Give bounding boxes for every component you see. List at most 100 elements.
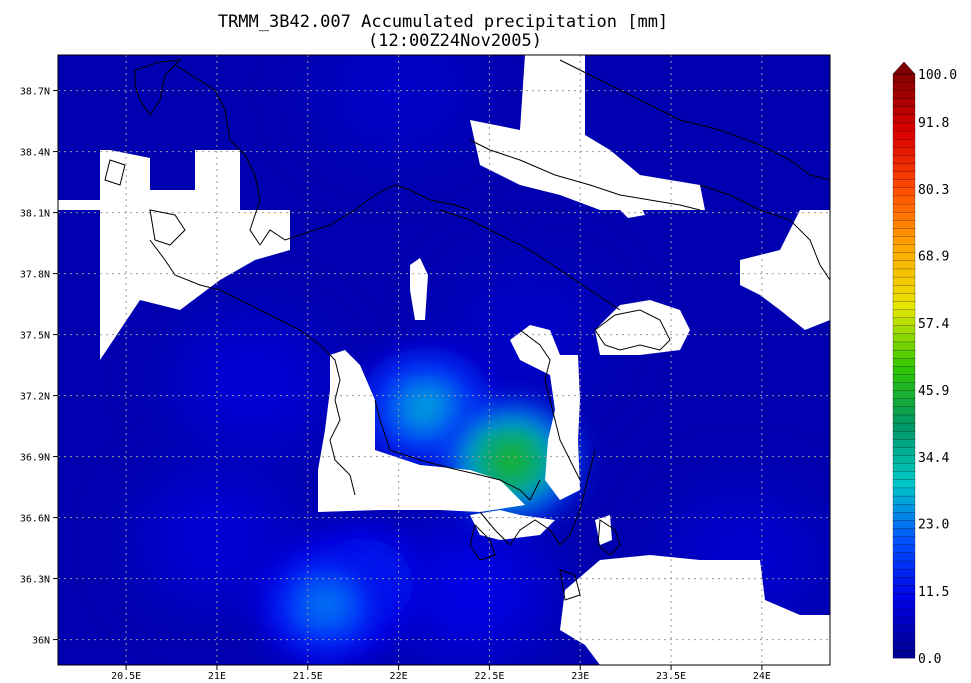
coastline-ionian-w [149, 239, 321, 346]
precip-cell [381, 512, 561, 665]
coastline-argolid [519, 329, 581, 481]
colorbar-segment [892, 236, 916, 245]
y-tick-label: 36.3N [20, 575, 50, 586]
colorbar-segment [892, 544, 916, 553]
colorbar-segment [892, 649, 916, 659]
colorbar-segment [892, 398, 916, 407]
colorbar-segment [892, 641, 916, 651]
chart-title: TRMM_3B42.007 Accumulated precipitation … [218, 12, 668, 32]
land-patch-se [560, 555, 830, 665]
colorbar-segment [892, 552, 916, 562]
colorbar-segment [892, 560, 916, 570]
y-tick-label: 36.6N [20, 514, 50, 525]
colorbar-segment [892, 511, 916, 521]
colorbar-segment [892, 373, 916, 383]
colorbar-segment [892, 365, 916, 375]
colorbar-label: 34.4 [918, 451, 949, 466]
precip-contour [447, 569, 496, 612]
colorbar-segment [892, 227, 916, 237]
colorbar-segment [892, 219, 916, 229]
colorbar-segment [892, 106, 916, 115]
colorbar-segment [892, 528, 916, 537]
colorbar-segment [892, 114, 916, 124]
coastline-laconia [479, 449, 596, 546]
colorbar-segment [892, 163, 916, 172]
chart-subtitle: (12:00Z24Nov2005) [368, 31, 542, 51]
coastline-messenia [374, 399, 541, 501]
colorbar-label: 68.9 [918, 250, 949, 265]
precip-contour [492, 444, 530, 477]
x-tick-label: 22.5E [474, 671, 504, 682]
plot-area [58, 55, 830, 665]
colorbar-segment [892, 195, 916, 205]
colorbar-segment [892, 390, 916, 399]
land-patch-nw [58, 55, 240, 210]
precip-contour [229, 364, 278, 407]
colorbar-segment [892, 187, 916, 197]
colorbar-segment [892, 309, 916, 318]
colorbar-segment [892, 122, 916, 132]
colorbar-segment [892, 536, 916, 545]
colorbar-segment [892, 81, 916, 91]
colorbar-segment [892, 633, 916, 643]
colorbar-segment [892, 487, 916, 497]
colorbar-segment [892, 276, 916, 286]
y-tick-label: 38.1N [20, 209, 50, 220]
colorbar-segment [892, 325, 916, 334]
land-patch-ne [470, 55, 705, 210]
land-patch-patch-small [620, 205, 645, 218]
colorbar-segment [892, 349, 916, 359]
colorbar-segment [892, 179, 916, 188]
colorbar-label: 80.3 [918, 183, 949, 198]
land-patch-nw-large [100, 210, 290, 360]
x-tick-label: 21.5E [293, 671, 323, 682]
land-patch-kythira [595, 515, 612, 545]
colorbar-segment [892, 268, 916, 278]
y-tick-label: 37.2N [20, 392, 50, 403]
coastline-peloponnese-w [319, 344, 356, 496]
precip-cell [308, 55, 489, 169]
colorbar-label: 91.8 [918, 116, 949, 131]
precip-contour [193, 517, 241, 559]
coastline-aegean-islands [469, 519, 621, 601]
x-tick-label: 22E [390, 671, 408, 682]
colorbar-segment [892, 455, 916, 464]
colorbar-segment [892, 292, 916, 302]
colorbar-segment [892, 609, 916, 618]
coastline-albania [134, 59, 261, 246]
colorbar: 100.091.880.368.957.445.934.423.011.50.0 [892, 61, 957, 667]
colorbar-segment [892, 422, 916, 432]
colorbar-label: 11.5 [918, 585, 949, 600]
colorbar-segment [892, 300, 916, 310]
x-tick-label: 24E [753, 671, 771, 682]
coastline-east [699, 184, 830, 281]
y-tick-label: 37.8N [20, 270, 50, 281]
x-tick-label: 23E [571, 671, 589, 682]
coastline-epirus [259, 184, 471, 246]
coastlines [104, 59, 830, 601]
colorbar-segment [892, 211, 916, 221]
colorbar-segment [892, 203, 916, 213]
y-tick-label: 36N [32, 636, 50, 647]
colorbar-segment [892, 154, 916, 164]
colorbar-segment [892, 625, 916, 635]
colorbar-segment [892, 576, 916, 586]
precip-cell [127, 459, 307, 616]
precip-contour [307, 589, 345, 622]
colorbar-segment [892, 171, 916, 180]
y-axis: 36N36.3N36.6N36.9N37.2N37.5N37.8N38.1N38… [20, 87, 58, 647]
coastline-attica [594, 309, 671, 351]
precip-cell [163, 307, 343, 464]
x-tick-label: 21E [208, 671, 226, 682]
land-patch-east [740, 210, 830, 330]
y-tick-label: 37.5N [20, 331, 50, 342]
colorbar-segment [892, 568, 916, 578]
colorbar-segment [892, 592, 916, 602]
colorbar-segment [892, 519, 916, 529]
colorbar-segment [892, 495, 916, 505]
colorbar-segment [892, 414, 916, 424]
colorbar-segment [892, 130, 916, 140]
land-patch-center [318, 350, 525, 512]
coastline-kefalonia [104, 159, 186, 246]
